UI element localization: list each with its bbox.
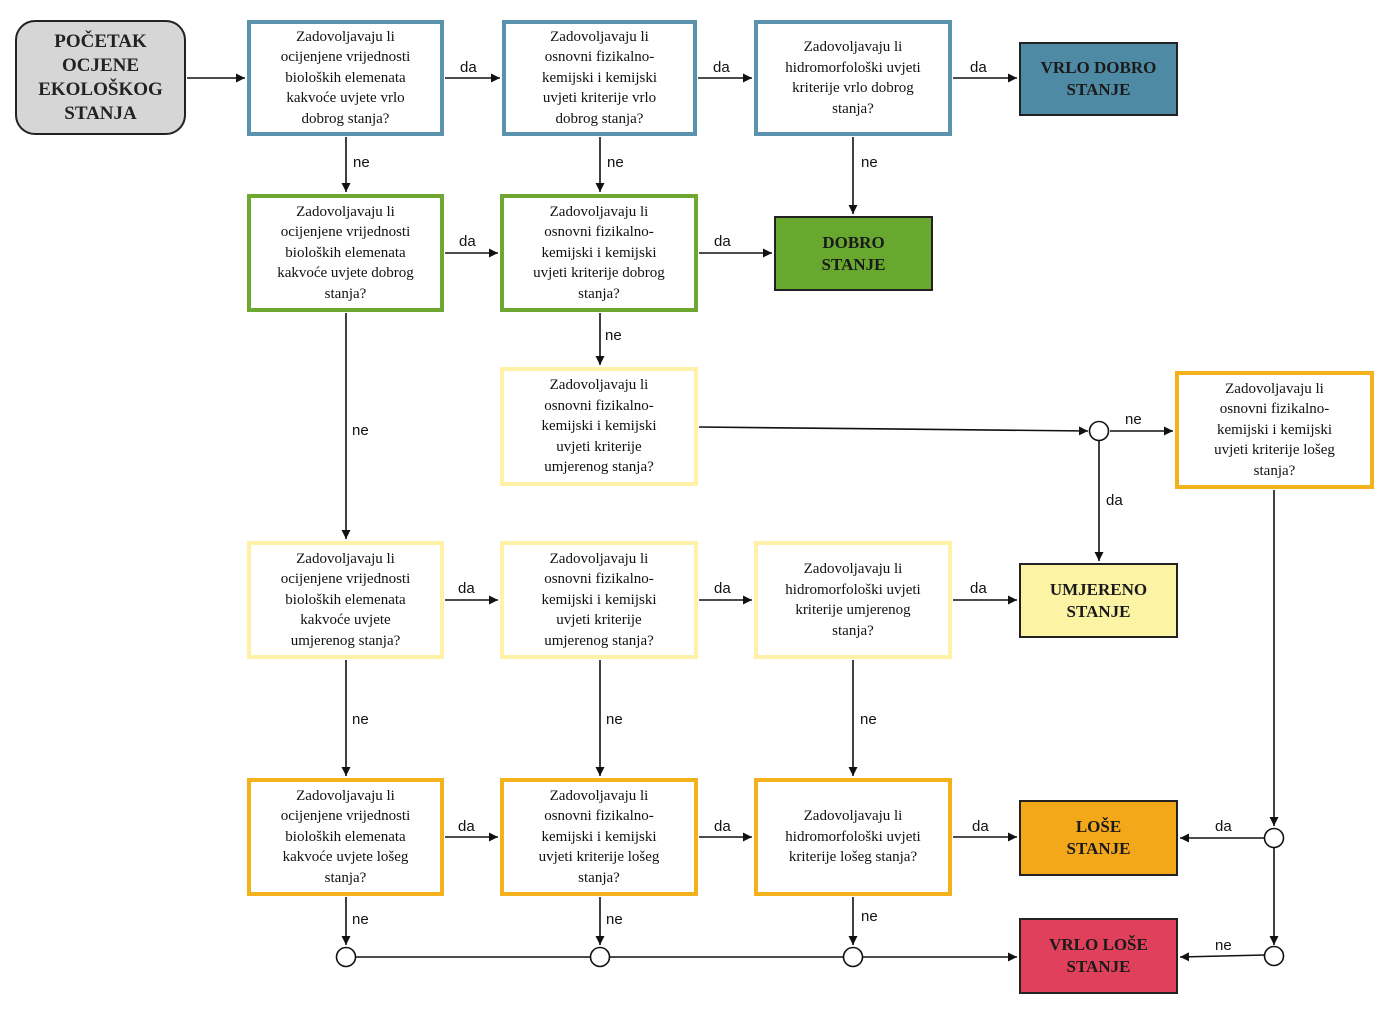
edge-label-yes: da [458, 818, 475, 835]
edge-label-no: ne [352, 911, 369, 928]
edge-label-no: ne [352, 422, 369, 439]
edge-label-yes: da [1215, 818, 1232, 835]
edge-label-yes: da [1106, 492, 1123, 509]
question-fk-umjereno-upper: Zadovoljavaju li osnovni fizikalno- kemi… [500, 367, 698, 486]
question-fk-vrlo-dobro: Zadovoljavaju li osnovni fizikalno- kemi… [502, 20, 697, 136]
edge-label-yes: da [970, 580, 987, 597]
result-lose: LOŠE STANJE [1019, 800, 1178, 876]
edge-label-yes: da [714, 233, 731, 250]
question-fk-lose: Zadovoljavaju li osnovni fizikalno- kemi… [500, 778, 698, 896]
edge-label-no: ne [861, 908, 878, 925]
edge-label-no: ne [861, 154, 878, 171]
edge-label-no: ne [860, 711, 877, 728]
question-bio-vrlo-dobro: Zadovoljavaju li ocijenjene vrijednosti … [247, 20, 444, 136]
question-bio-lose: Zadovoljavaju li ocijenjene vrijednosti … [247, 778, 444, 896]
edge-label-no: ne [606, 711, 623, 728]
start-node: POČETAK OCJENE EKOLOŠKOG STANJA [15, 20, 186, 135]
edge-label-yes: da [713, 59, 730, 76]
question-fk-umjereno: Zadovoljavaju li osnovni fizikalno- kemi… [500, 541, 698, 659]
edge-label-yes: da [972, 818, 989, 835]
junction-node [1263, 945, 1285, 967]
edge-label-yes: da [459, 233, 476, 250]
question-hm-lose: Zadovoljavaju li hidromorfološki uvjeti … [754, 778, 952, 896]
edge-label-no: ne [353, 154, 370, 171]
result-umjereno: UMJERENO STANJE [1019, 563, 1178, 638]
question-fk-dobro: Zadovoljavaju li osnovni fizikalno- kemi… [500, 194, 698, 312]
edge-label-yes: da [458, 580, 475, 597]
edge-label-no: ne [606, 911, 623, 928]
edge-label-no: ne [352, 711, 369, 728]
question-hm-umjereno: Zadovoljavaju li hidromorfološki uvjeti … [754, 541, 952, 659]
edge-label-yes: da [714, 580, 731, 597]
edge-label-no: ne [607, 154, 624, 171]
junction-node [335, 946, 357, 968]
edge-label-no: ne [605, 327, 622, 344]
question-fk-lose-right: Zadovoljavaju li osnovni fizikalno- kemi… [1175, 371, 1374, 489]
result-vrlo-dobro: VRLO DOBRO STANJE [1019, 42, 1178, 116]
arrow-connector [698, 426, 1089, 436]
question-hm-vrlo-dobro: Zadovoljavaju li hidromorfološki uvjeti … [754, 20, 952, 136]
edge-label-yes: da [970, 59, 987, 76]
arrow-connector [1179, 952, 1266, 962]
edge-label-yes: da [460, 59, 477, 76]
edge-label-yes: da [714, 818, 731, 835]
result-dobro: DOBRO STANJE [774, 216, 933, 291]
junction-node [842, 946, 864, 968]
edge-label-no: ne [1125, 411, 1142, 428]
junction-node [589, 946, 611, 968]
junction-node [1088, 420, 1110, 442]
question-bio-dobro: Zadovoljavaju li ocijenjene vrijednosti … [247, 194, 444, 312]
question-bio-umjereno: Zadovoljavaju li ocijenjene vrijednosti … [247, 541, 444, 659]
junction-node [1263, 827, 1285, 849]
edge-label-no: ne [1215, 937, 1232, 954]
result-vrlo-lose: VRLO LOŠE STANJE [1019, 918, 1178, 994]
